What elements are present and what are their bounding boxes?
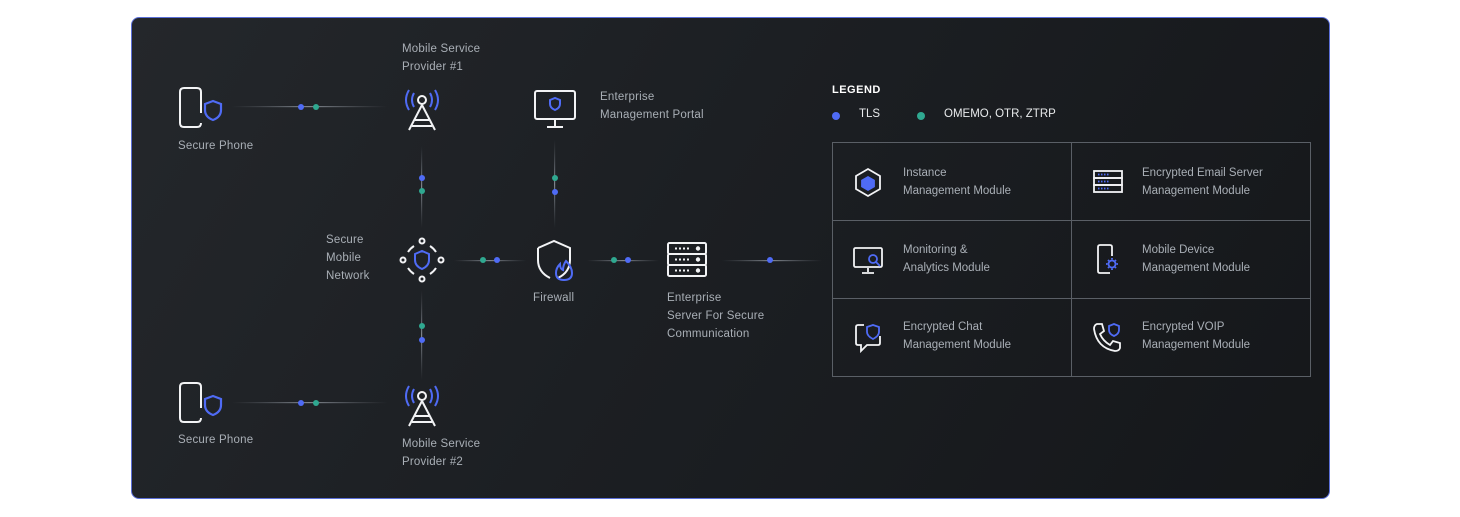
link-phone-bottom-provider-2 [232, 402, 387, 404]
monitor-search-icon [853, 247, 883, 274]
firewall-shield-icon [537, 239, 574, 282]
omemo-dot [419, 188, 425, 194]
provider-1-label: Mobile Service Provider #1 [402, 43, 481, 73]
phone-call-shield-icon [1093, 323, 1121, 352]
legend-omemo-dot [917, 112, 925, 120]
network-shield-icon [399, 237, 445, 283]
omemo-dot [419, 323, 425, 329]
link-provider-1-network [421, 146, 423, 228]
omemo-dot [611, 257, 617, 263]
link-portal-firewall [554, 140, 556, 228]
cell-tower-icon [405, 89, 439, 131]
phone-shield-icon [179, 382, 223, 423]
tls-dot [625, 257, 631, 263]
tls-dot [298, 400, 304, 406]
omemo-dot [480, 257, 486, 263]
module-monitoring-label: Monitoring & Analytics Module [903, 244, 990, 274]
omemo-dot [313, 104, 319, 110]
legend-tls-dot [832, 112, 840, 120]
tls-dot [298, 104, 304, 110]
phone-gear-icon [1097, 244, 1118, 274]
module-email-label: Encrypted Email Server Management Module [1142, 167, 1263, 197]
network-label: Secure Mobile Network [326, 234, 370, 282]
phone-bottom-label: Secure Phone [178, 434, 254, 446]
phone-top-label: Secure Phone [178, 140, 254, 152]
cell-tower-icon [405, 385, 439, 427]
link-phone-top-provider-1 [232, 106, 387, 108]
phone-shield-icon [179, 87, 223, 128]
omemo-dots [313, 104, 617, 406]
server-stack-icon [1093, 170, 1123, 193]
legend-title: LEGEND [832, 84, 881, 96]
tls-dots [298, 104, 773, 406]
link-firewall-server [587, 260, 659, 262]
module-mdm-label: Mobile Device Management Module [1142, 244, 1251, 274]
monitor-shield-icon [534, 90, 576, 128]
diagram-panel: Secure Phone Secure Phone Mobile Service… [131, 17, 1330, 499]
link-network-firewall [454, 260, 526, 262]
tls-dot [419, 175, 425, 181]
module-instance-label: Instance Management Module [903, 167, 1012, 197]
legend-omemo-label: OMEMO, OTR, ZTRP [944, 108, 1056, 120]
omemo-dot [313, 400, 319, 406]
firewall-label: Firewall [533, 292, 575, 304]
tls-dot [419, 337, 425, 343]
provider-2-label: Mobile Service Provider #2 [402, 438, 481, 468]
module-voip-label: Encrypted VOIP Management Module [1142, 321, 1251, 351]
omemo-dot [552, 175, 558, 181]
cube-icon [855, 167, 881, 198]
modules-grid [832, 142, 1311, 377]
tls-dot [767, 257, 773, 263]
server-stack-icon [667, 242, 707, 277]
tls-dot [494, 257, 500, 263]
portal-label: Enterprise Management Portal [600, 91, 704, 121]
legend-tls-label: TLS [859, 108, 881, 120]
link-network-provider-2 [421, 290, 423, 380]
tls-dot [552, 189, 558, 195]
chat-shield-icon [855, 324, 881, 354]
network-diagram [179, 87, 1311, 427]
server-label: Enterprise Server For Secure Communicati… [667, 292, 765, 340]
module-chat-label: Encrypted Chat Management Module [903, 321, 1012, 351]
